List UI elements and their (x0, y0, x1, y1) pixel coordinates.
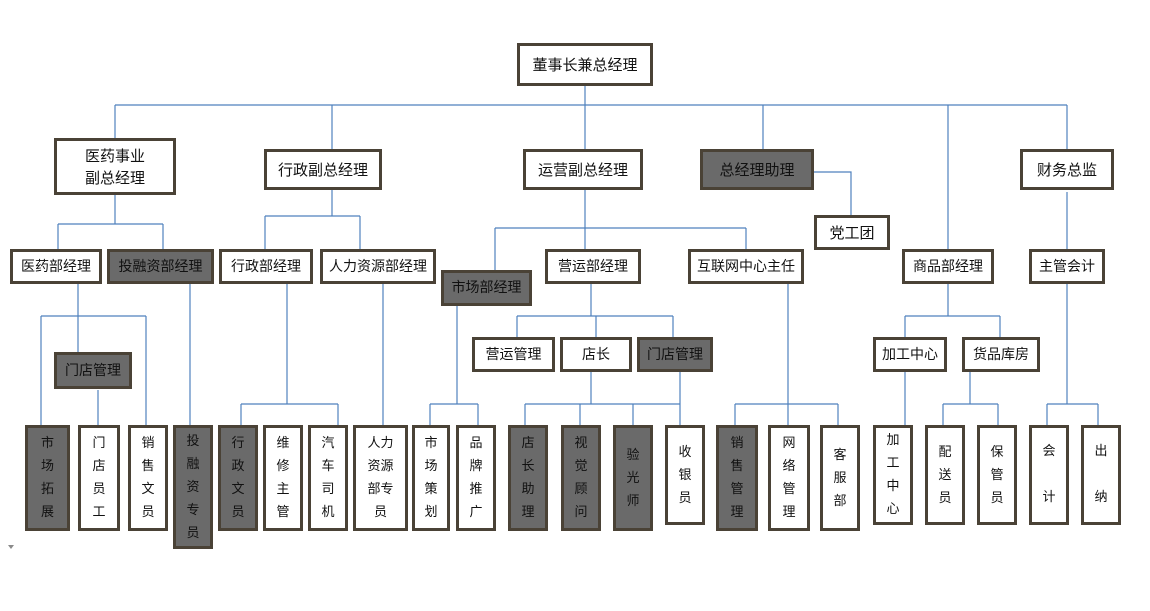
assistant-gm-box: 总经理助理 (700, 149, 814, 190)
admin-clerk-label: 行政文员 (231, 436, 245, 520)
store-management-b-box: 门店管理 (637, 337, 713, 372)
goods-warehouse-label: 货品库房 (973, 346, 1029, 363)
medicine-manager-label: 医药部经理 (21, 258, 91, 275)
brand-promotion-box: 品牌推广 (456, 425, 496, 531)
goods-manager-label: 商品部经理 (913, 258, 983, 275)
processing-center-head-label: 加工中心 (882, 346, 938, 363)
processing-center-head-box: 加工中心 (873, 337, 947, 372)
maintenance-supervisor-box: 维修主管 (263, 425, 303, 531)
market-planning-label: 市场策划 (424, 436, 438, 520)
store-management-b-label: 门店管理 (647, 346, 703, 363)
goods-manager-box: 商品部经理 (902, 249, 994, 284)
cashier-finance-box: 出纳 (1081, 425, 1121, 525)
vp-medicine-label: 医药事业 副总经理 (84, 146, 145, 187)
party-league-label: 党工团 (829, 223, 875, 242)
visual-consultant-label: 视觉顾问 (574, 436, 588, 520)
store-manager-box: 店长 (560, 337, 632, 372)
store-management-a-label: 门店管理 (65, 362, 121, 379)
vp-operations-box: 运营副总经理 (523, 149, 643, 190)
cashier-finance-label: 出纳 (1094, 444, 1108, 505)
custodian-box: 保管员 (977, 425, 1017, 525)
store-staff-box: 门店员工 (78, 425, 120, 531)
driver-box: 汽车司机 (308, 425, 348, 531)
accountant-box: 会计 (1029, 425, 1069, 525)
internet-director-label: 互联网中心主任 (697, 258, 795, 275)
visual-consultant-box: 视觉顾问 (561, 425, 601, 531)
party-league-box: 党工团 (814, 215, 890, 250)
accountant-label: 会计 (1042, 444, 1056, 505)
customer-service-label: 客服部 (833, 447, 847, 509)
delivery-staff-box: 配送员 (925, 425, 965, 525)
assistant-gm-label: 总经理助理 (719, 160, 795, 179)
brand-promotion-label: 品牌推广 (469, 436, 483, 520)
chief-accountant-label: 主管会计 (1039, 258, 1095, 275)
vp-medicine-box: 医药事业 副总经理 (54, 138, 176, 195)
ops-manager-box: 营运部经理 (545, 249, 641, 284)
store-manager-label: 店长 (582, 346, 610, 363)
admin-manager-label: 行政部经理 (231, 258, 301, 275)
admin-manager-box: 行政部经理 (219, 249, 313, 284)
admin-clerk-box: 行政文员 (218, 425, 258, 531)
sales-management-label: 销售管理 (730, 436, 744, 520)
optometrist-label: 验光师 (626, 447, 640, 509)
investment-manager-box: 投融资部经理 (107, 249, 214, 284)
hr-manager-label: 人力资源部经理 (329, 258, 427, 275)
hr-manager-box: 人力资源部经理 (320, 249, 436, 284)
chief-accountant-box: 主管会计 (1029, 249, 1105, 284)
hr-specialist-label: 人力资源部专员 (367, 436, 394, 520)
optometrist-box: 验光师 (613, 425, 653, 531)
sales-clerk-a-label: 销售文员 (141, 436, 155, 520)
goods-warehouse-box: 货品库房 (962, 337, 1040, 372)
network-management-box: 网络管理 (768, 425, 810, 531)
marketing-manager-box: 市场部经理 (441, 270, 532, 306)
vp-admin-box: 行政副总经理 (264, 149, 382, 190)
ops-management-label: 营运管理 (485, 346, 542, 363)
cfo-box: 财务总监 (1020, 149, 1114, 190)
cashier-label: 收银员 (678, 444, 692, 506)
customer-service-box: 客服部 (820, 425, 860, 531)
store-management-a-box: 门店管理 (54, 352, 132, 389)
sales-clerk-a-box: 销售文员 (128, 425, 168, 531)
delivery-staff-label: 配送员 (938, 444, 952, 506)
marketing-manager-label: 市场部经理 (451, 280, 522, 296)
investment-manager-label: 投融资部经理 (118, 258, 203, 275)
cfo-label: 财务总监 (1036, 160, 1097, 179)
vp-admin-label: 行政副总经理 (277, 160, 368, 179)
ops-manager-label: 营运部经理 (558, 258, 628, 275)
vp-operations-label: 运营副总经理 (537, 160, 628, 179)
driver-label: 汽车司机 (321, 436, 335, 520)
store-staff-label: 门店员工 (92, 436, 106, 520)
maintenance-supervisor-label: 维修主管 (276, 436, 290, 520)
market-expansion-box: 市场拓展 (25, 425, 70, 531)
market-planning-box: 市场策划 (412, 425, 450, 531)
network-management-label: 网络管理 (782, 436, 796, 520)
chairman-box: 董事长兼总经理 (517, 43, 653, 86)
custodian-label: 保管员 (990, 444, 1004, 506)
hr-specialist-box: 人力资源部专员 (353, 425, 408, 531)
processing-center-label: 加工中心 (886, 433, 900, 517)
cashier-box: 收银员 (665, 425, 705, 525)
corner-marker-icon (8, 545, 14, 549)
medicine-manager-box: 医药部经理 (10, 249, 102, 284)
internet-director-box: 互联网中心主任 (688, 249, 804, 284)
processing-center-box: 加工中心 (873, 425, 913, 525)
investment-specialist-label: 投融资专员 (186, 433, 200, 541)
store-assistant-label: 店长助理 (521, 436, 535, 520)
market-expansion-label: 市场拓展 (41, 436, 55, 520)
ops-management-box: 营运管理 (472, 337, 555, 372)
sales-management-box: 销售管理 (716, 425, 758, 531)
chairman-label: 董事长兼总经理 (532, 55, 638, 74)
store-assistant-box: 店长助理 (508, 425, 548, 531)
investment-specialist-box: 投融资专员 (173, 425, 213, 549)
